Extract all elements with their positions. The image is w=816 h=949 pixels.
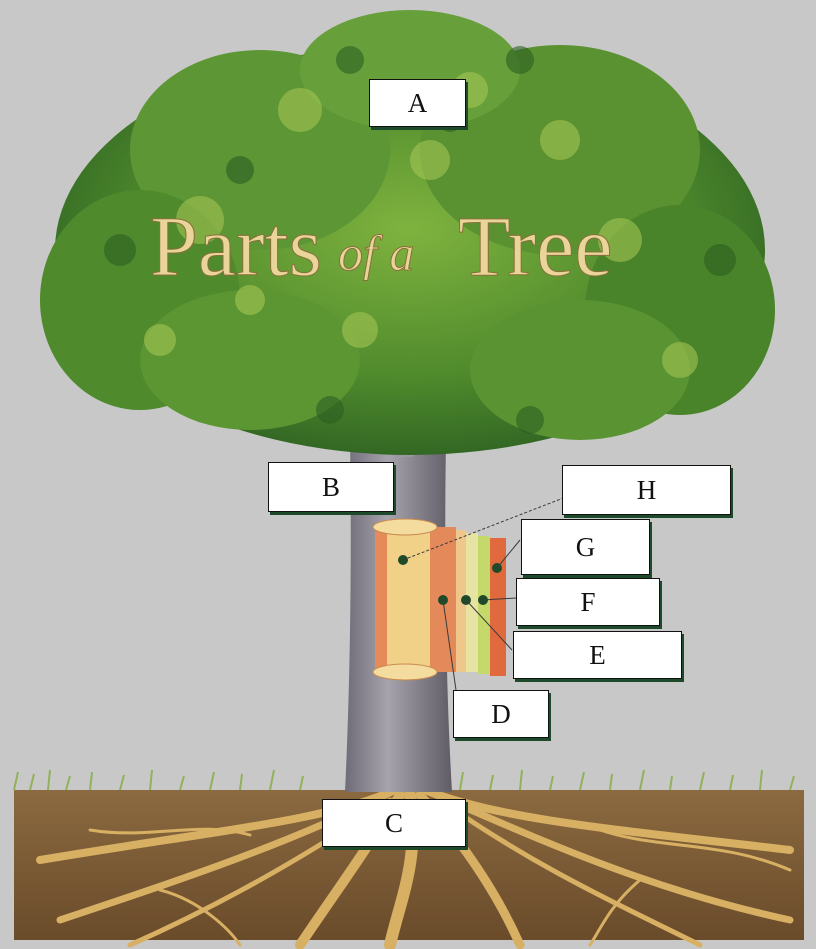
grass	[13, 769, 795, 791]
label-a: A	[407, 87, 428, 118]
label-c: C	[384, 807, 403, 838]
label-b: B	[321, 471, 340, 502]
trunk-cutaway	[372, 518, 506, 681]
label-box-e[interactable]: E	[513, 631, 682, 679]
label-d: D	[491, 698, 511, 729]
label-f: F	[580, 586, 596, 617]
label-box-d[interactable]: D	[453, 690, 549, 738]
label-box-b[interactable]: B	[268, 462, 394, 512]
leader-lines	[402, 496, 567, 691]
label-g: G	[575, 531, 596, 562]
label-box-a[interactable]: A	[369, 79, 466, 127]
label-box-c[interactable]: C	[322, 799, 466, 847]
label-box-g[interactable]: G	[521, 519, 650, 575]
label-box-f[interactable]: F	[516, 578, 660, 626]
label-box-h[interactable]: H	[562, 465, 731, 515]
label-e: E	[589, 639, 606, 670]
foliage	[40, 10, 775, 455]
label-h: H	[636, 474, 657, 505]
